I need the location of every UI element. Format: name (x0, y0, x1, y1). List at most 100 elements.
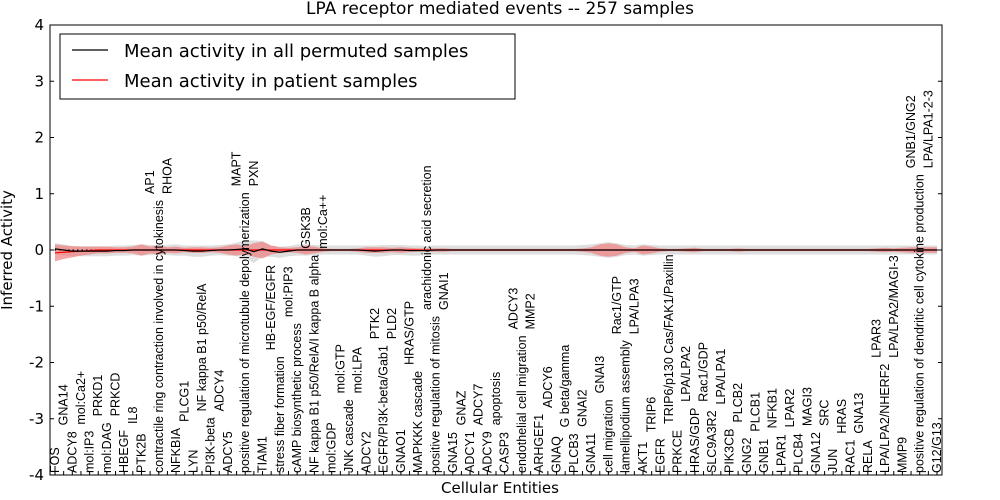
x-tick-label: LPA/LPA3 (627, 278, 641, 334)
x-tick-label: G beta/gamma (558, 345, 572, 428)
x-tick-label: GNAI1 (437, 272, 451, 310)
x-tick-label: ADCY9 (480, 431, 494, 473)
x-tick-label: CASP3 (498, 432, 512, 473)
x-tick-label: ADCY5 (221, 431, 235, 473)
x-tick-label: mol:Ca2+ (74, 371, 88, 425)
x-tick-label: arachidonic acid secretion (420, 165, 434, 310)
x-tick-label: LPA/LPA1-2-3 (921, 90, 935, 168)
x-tick-label: GNAQ (550, 436, 564, 473)
x-tick-label: endothelial cell migration (515, 335, 529, 473)
x-tick-label: cell migration (601, 399, 615, 473)
x-tick-label: PTK2B (134, 433, 148, 473)
x-tick-label: ARHGEF1 (532, 414, 546, 473)
x-tick-label: FOS (48, 447, 62, 473)
x-tick-label: PTK2 (368, 308, 382, 339)
x-tick-label: PRKCE (671, 430, 685, 473)
x-tick-label: TRIP6/p130 Cas/FAK1/Paxillin (662, 254, 676, 424)
x-tick-label: cAMP biosynthetic process (290, 323, 304, 473)
x-tick-label: PLCB1 (748, 392, 762, 432)
x-tick-label: GNAZ (454, 390, 468, 425)
x-tick-label: MMP2 (524, 293, 538, 329)
x-tick-label: GNA14 (57, 384, 71, 425)
x-axis-label: Cellular Entities (441, 479, 559, 497)
x-tick-label: PLCB4 (792, 433, 806, 473)
x-tick-label: PXN (247, 161, 261, 187)
x-tick-label: mol:Ca++ (316, 195, 330, 249)
x-tick-label: GNAI3 (593, 356, 607, 394)
y-tick-label: -1 (29, 297, 44, 315)
bands-layer (55, 240, 937, 263)
chart-title: LPA receptor mediated events -- 257 samp… (306, 0, 694, 19)
x-tick-label: mol:GTP (333, 344, 347, 393)
x-tick-label: stress fiber formation (273, 356, 287, 473)
x-tick-label: HB-EGF/EGFR (264, 265, 278, 350)
y-tick-label: -3 (29, 410, 44, 428)
x-tick-label: TRIP6 (645, 397, 659, 432)
x-tick-label: Rac1/GDP (697, 342, 711, 402)
x-tick-label: PRKCD (109, 373, 123, 417)
legend-label-patient: Mean activity in patient samples (124, 71, 418, 92)
x-tick-label: HRAS/GTP (403, 301, 417, 365)
x-tick-label: PI3K-beta (204, 417, 218, 473)
x-tick-label: ADCY2 (359, 431, 373, 473)
x-tick-label: PIK3CB (722, 429, 736, 473)
patient-band (55, 241, 937, 262)
y-tick-label: 2 (34, 129, 44, 147)
x-tick-label: mol:GDP (325, 422, 339, 473)
y-axis-label: Inferred Activity (0, 190, 16, 310)
x-tick-labels: FOSGNA14ADCY8mol:Ca2+mol:IP3PRKD1mol:DAG… (48, 90, 944, 475)
x-tick-label: ADCY1 (463, 431, 477, 473)
x-tick-label: mol:IP3 (83, 431, 97, 473)
x-tick-label: RELA (861, 440, 875, 473)
x-tick-label: LPA/LPA1 (714, 349, 728, 405)
x-tick-label: MMP9 (895, 437, 909, 473)
x-tick-label: AP1 (143, 170, 157, 194)
x-tick-label: apoptosis (489, 372, 503, 426)
x-tick-label: NFKB1 (766, 388, 780, 428)
x-tick-label: RAC1 (844, 440, 858, 473)
x-tick-label: GNAO1 (394, 429, 408, 473)
x-tick-label: LPAR1 (774, 434, 788, 473)
x-tick-label: RHOA (160, 157, 174, 194)
y-tick-label: -2 (29, 354, 44, 372)
x-tick-label: SLC9A3R2 (705, 410, 719, 473)
x-tick-label: GSK3B (299, 207, 313, 249)
x-tick-label: HRAS (835, 399, 849, 434)
x-tick-label: G12/G13 (930, 422, 944, 473)
x-tick-label: AKT1 (636, 442, 650, 473)
x-tick-label: LPA/LPA2/MAGI-3 (887, 255, 901, 357)
x-tick-label: lamellipodium assembly (619, 340, 633, 473)
x-tick-label: GNG2 (740, 438, 754, 473)
x-tick-label: MAPKKK cascade (411, 371, 425, 473)
y-tick-label: -4 (29, 466, 44, 484)
y-tick-label: 3 (34, 72, 44, 90)
x-tick-label: LPA/LPA2/NHERF2 (878, 364, 892, 473)
x-tick-label: contractile ring contraction involved in… (152, 200, 166, 473)
x-tick-label: GNA11 (584, 433, 598, 473)
x-tick-label: MAGI3 (800, 387, 814, 426)
x-tick-label: EGFR/PI3K-beta/Gab1 (377, 345, 391, 473)
x-tick-label: ADCY4 (212, 370, 226, 412)
x-tick-label: LPAR2 (783, 389, 797, 428)
x-tick-label: ADCY8 (65, 431, 79, 473)
x-tick-label: IL8 (126, 407, 140, 424)
x-tick-label: mol:LPA (351, 346, 365, 393)
x-tick-label: NF kappa B1 p50/RelA (195, 283, 209, 412)
x-tick-label: JNK cascade (342, 399, 356, 473)
x-tick-label: EGFR (653, 438, 667, 473)
x-tick-label: GNB1 (757, 439, 771, 473)
y-tick-label: 4 (34, 16, 44, 34)
x-tick-label: PLCB3 (567, 433, 581, 473)
x-tick-label: mol:DAG (100, 422, 114, 473)
x-tick-label: positive regulation of mitosis (428, 316, 442, 473)
x-tick-label: MAPT (230, 151, 244, 186)
x-tick-label: GNAI2 (575, 389, 589, 427)
x-tick-label: GNA13 (852, 393, 866, 434)
legend-label-permuted: Mean activity in all permuted samples (124, 41, 468, 62)
legend-box (59, 33, 516, 100)
x-tick-label: positive regulation of microtubule depol… (238, 192, 252, 473)
x-tick-label: LPA/LPA2 (679, 346, 693, 402)
x-tick-label: ADCY6 (541, 366, 555, 408)
y-tick-label: 1 (34, 185, 44, 203)
